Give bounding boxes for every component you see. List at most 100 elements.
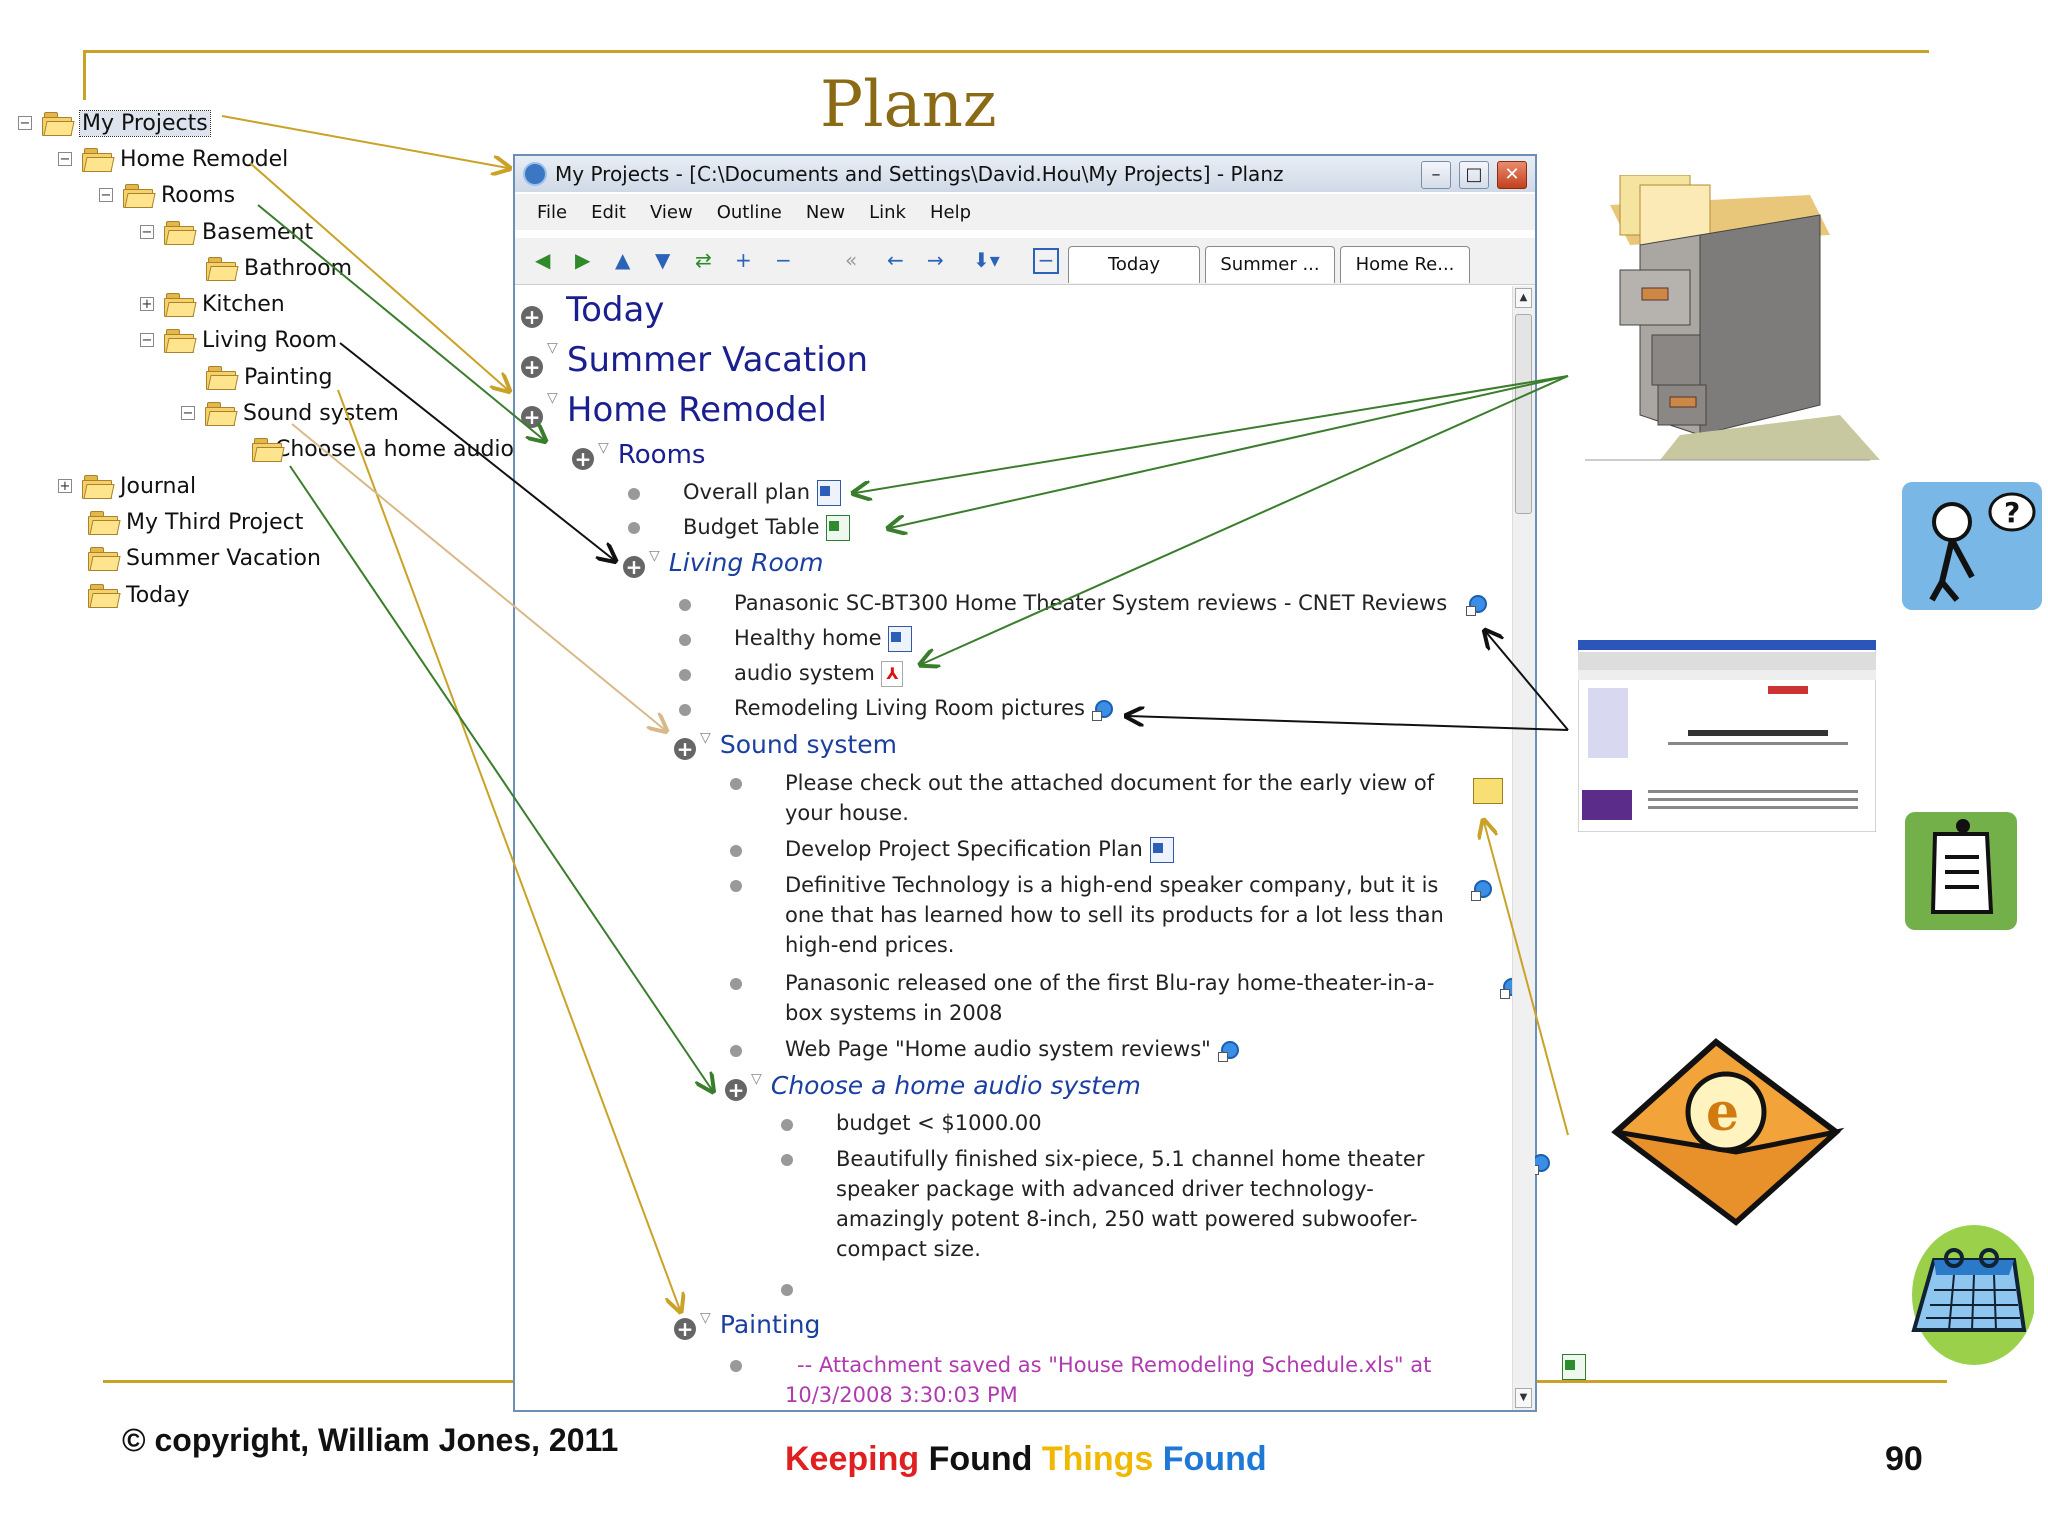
item-beautifully[interactable]: Beautifully finished six-piece, 5.1 chan…: [836, 1144, 1446, 1264]
first-icon[interactable]: «: [845, 248, 858, 272]
filter-icon[interactable]: ▽: [547, 390, 558, 406]
forward-icon[interactable]: ▶: [575, 248, 591, 272]
back-icon[interactable]: ◀: [535, 248, 551, 272]
outline-summer[interactable]: +▽ Summer Vacation: [521, 340, 868, 380]
web-link-icon[interactable]: [1217, 1038, 1242, 1062]
expand-icon[interactable]: +: [140, 297, 154, 312]
item-overall-plan[interactable]: Overall plan: [683, 480, 841, 506]
tree-item-living-room[interactable]: − Living Room: [140, 323, 337, 357]
expand-icon[interactable]: +: [674, 737, 696, 760]
item-develop-plan[interactable]: Develop Project Specification Plan: [785, 837, 1174, 863]
refresh-icon[interactable]: ⇄: [695, 248, 712, 272]
word-doc-icon[interactable]: [816, 480, 841, 506]
outline-living-room[interactable]: +▽ Living Room: [623, 548, 823, 578]
remove-icon[interactable]: −: [775, 248, 792, 272]
filter-icon[interactable]: ▽: [751, 1071, 762, 1087]
expand-icon[interactable]: +: [725, 1078, 747, 1101]
tab-home-remodel[interactable]: Home Re...: [1340, 246, 1470, 283]
filter-icon[interactable]: ▽: [547, 340, 558, 356]
bullet: [730, 880, 742, 892]
item-panasonic-review[interactable]: Panasonic SC-BT300 Home Theater System r…: [734, 591, 1490, 616]
excel-icon[interactable]: [1562, 1354, 1587, 1380]
outline-painting[interactable]: +▽ Painting: [674, 1310, 820, 1340]
add-icon[interactable]: +: [735, 248, 752, 272]
outline-sound-system[interactable]: +▽ Sound system: [674, 730, 897, 760]
up-icon[interactable]: ▲: [615, 248, 631, 272]
filter-icon[interactable]: ▽: [700, 730, 711, 746]
item-audio-system[interactable]: audio system ⅄: [734, 661, 904, 687]
collapse-all-icon[interactable]: −: [1033, 248, 1059, 274]
collapse-icon[interactable]: −: [140, 225, 154, 240]
item-attachment[interactable]: -- Attachment saved as "House Remodeling…: [785, 1350, 1445, 1410]
excel-icon[interactable]: [826, 515, 851, 541]
collapse-icon[interactable]: −: [18, 116, 32, 131]
web-link-icon[interactable]: [1091, 697, 1116, 721]
filter-icon[interactable]: ▽: [598, 440, 609, 456]
filter-icon[interactable]: ▽: [700, 1310, 711, 1326]
menu-link[interactable]: Link: [869, 201, 906, 223]
tree-item-my-projects[interactable]: − My Projects: [18, 106, 211, 140]
maximize-button[interactable]: □: [1459, 161, 1489, 189]
expand-icon[interactable]: +: [521, 305, 543, 328]
item-remodeling-pictures[interactable]: Remodeling Living Room pictures: [734, 696, 1116, 721]
outline-today[interactable]: + Today: [521, 290, 664, 330]
filter-icon[interactable]: ▽: [649, 548, 660, 564]
word-doc-icon[interactable]: [1149, 837, 1174, 863]
scroll-up-icon[interactable]: ▲: [1515, 288, 1532, 308]
tree-item-my-third-project[interactable]: My Third Project: [88, 505, 303, 539]
pdf-icon[interactable]: ⅄: [881, 661, 904, 687]
title-bar[interactable]: My Projects - [C:\Documents and Settings…: [515, 156, 1535, 192]
tree-item-journal[interactable]: + Journal: [58, 469, 196, 503]
tree-item-basement[interactable]: − Basement: [140, 215, 313, 249]
expand-icon[interactable]: +: [521, 355, 543, 378]
tree-item-today[interactable]: Today: [88, 578, 190, 612]
next-icon[interactable]: →: [927, 248, 944, 272]
scroll-thumb[interactable]: [1515, 314, 1532, 514]
note-icon[interactable]: [1473, 778, 1503, 804]
expand-icon[interactable]: +: [674, 1317, 696, 1340]
expand-icon[interactable]: +: [58, 479, 72, 494]
item-healthy-home[interactable]: Healthy home: [734, 626, 913, 652]
collapse-icon[interactable]: −: [140, 333, 154, 348]
tree-item-kitchen[interactable]: + Kitchen: [140, 287, 285, 321]
menu-view[interactable]: View: [649, 201, 693, 223]
word-doc-icon[interactable]: [888, 626, 913, 652]
tree-item-home-remodel[interactable]: − Home Remodel: [58, 142, 288, 176]
dropdown-arrow-icon[interactable]: ⬇▾: [973, 248, 1000, 272]
expand-icon[interactable]: +: [623, 555, 645, 578]
item-check-out[interactable]: Please check out the attached document f…: [785, 768, 1445, 828]
tree-item-painting[interactable]: Painting: [206, 360, 332, 394]
web-link-icon[interactable]: [1465, 592, 1490, 616]
expand-icon[interactable]: +: [521, 405, 543, 428]
expand-icon[interactable]: +: [572, 447, 594, 470]
tree-item-rooms[interactable]: − Rooms: [99, 178, 235, 212]
menu-outline[interactable]: Outline: [716, 201, 782, 223]
item-web-page[interactable]: Web Page "Home audio system reviews": [785, 1037, 1242, 1062]
prev-icon[interactable]: ←: [887, 248, 904, 272]
collapse-icon[interactable]: −: [58, 152, 72, 167]
item-panasonic-bluray[interactable]: Panasonic released one of the first Blu-…: [785, 968, 1445, 1028]
menu-help[interactable]: Help: [929, 201, 972, 223]
collapse-icon[interactable]: −: [181, 406, 195, 421]
web-link-icon[interactable]: [1471, 877, 1495, 901]
outline-home[interactable]: +▽ Home Remodel: [521, 390, 827, 430]
item-budget-table[interactable]: Budget Table: [683, 515, 851, 541]
item-budget[interactable]: budget < $1000.00: [836, 1111, 1042, 1135]
vertical-scrollbar[interactable]: ▲ ▼: [1512, 286, 1535, 1410]
scroll-down-icon[interactable]: ▼: [1515, 1388, 1532, 1408]
tree-item-sound-system[interactable]: − Sound system: [181, 396, 399, 430]
down-icon[interactable]: ▼: [655, 248, 671, 272]
tree-item-summer-vacation[interactable]: Summer Vacation: [88, 541, 321, 575]
menu-new[interactable]: New: [805, 201, 846, 223]
tab-today[interactable]: Today: [1068, 246, 1200, 283]
minimize-button[interactable]: –: [1421, 161, 1451, 189]
item-definitive[interactable]: Definitive Technology is a high-end spea…: [785, 870, 1445, 960]
outline-rooms[interactable]: +▽ Rooms: [572, 440, 705, 470]
outline-choose-audio[interactable]: +▽ Choose a home audio system: [725, 1071, 1141, 1101]
menu-edit[interactable]: Edit: [591, 201, 626, 223]
close-button[interactable]: ✕: [1497, 161, 1527, 189]
collapse-icon[interactable]: −: [99, 188, 113, 203]
file-cabinet-icon: [1585, 175, 1880, 461]
tab-summer[interactable]: Summer ...: [1205, 246, 1335, 283]
menu-file[interactable]: File: [537, 201, 568, 223]
